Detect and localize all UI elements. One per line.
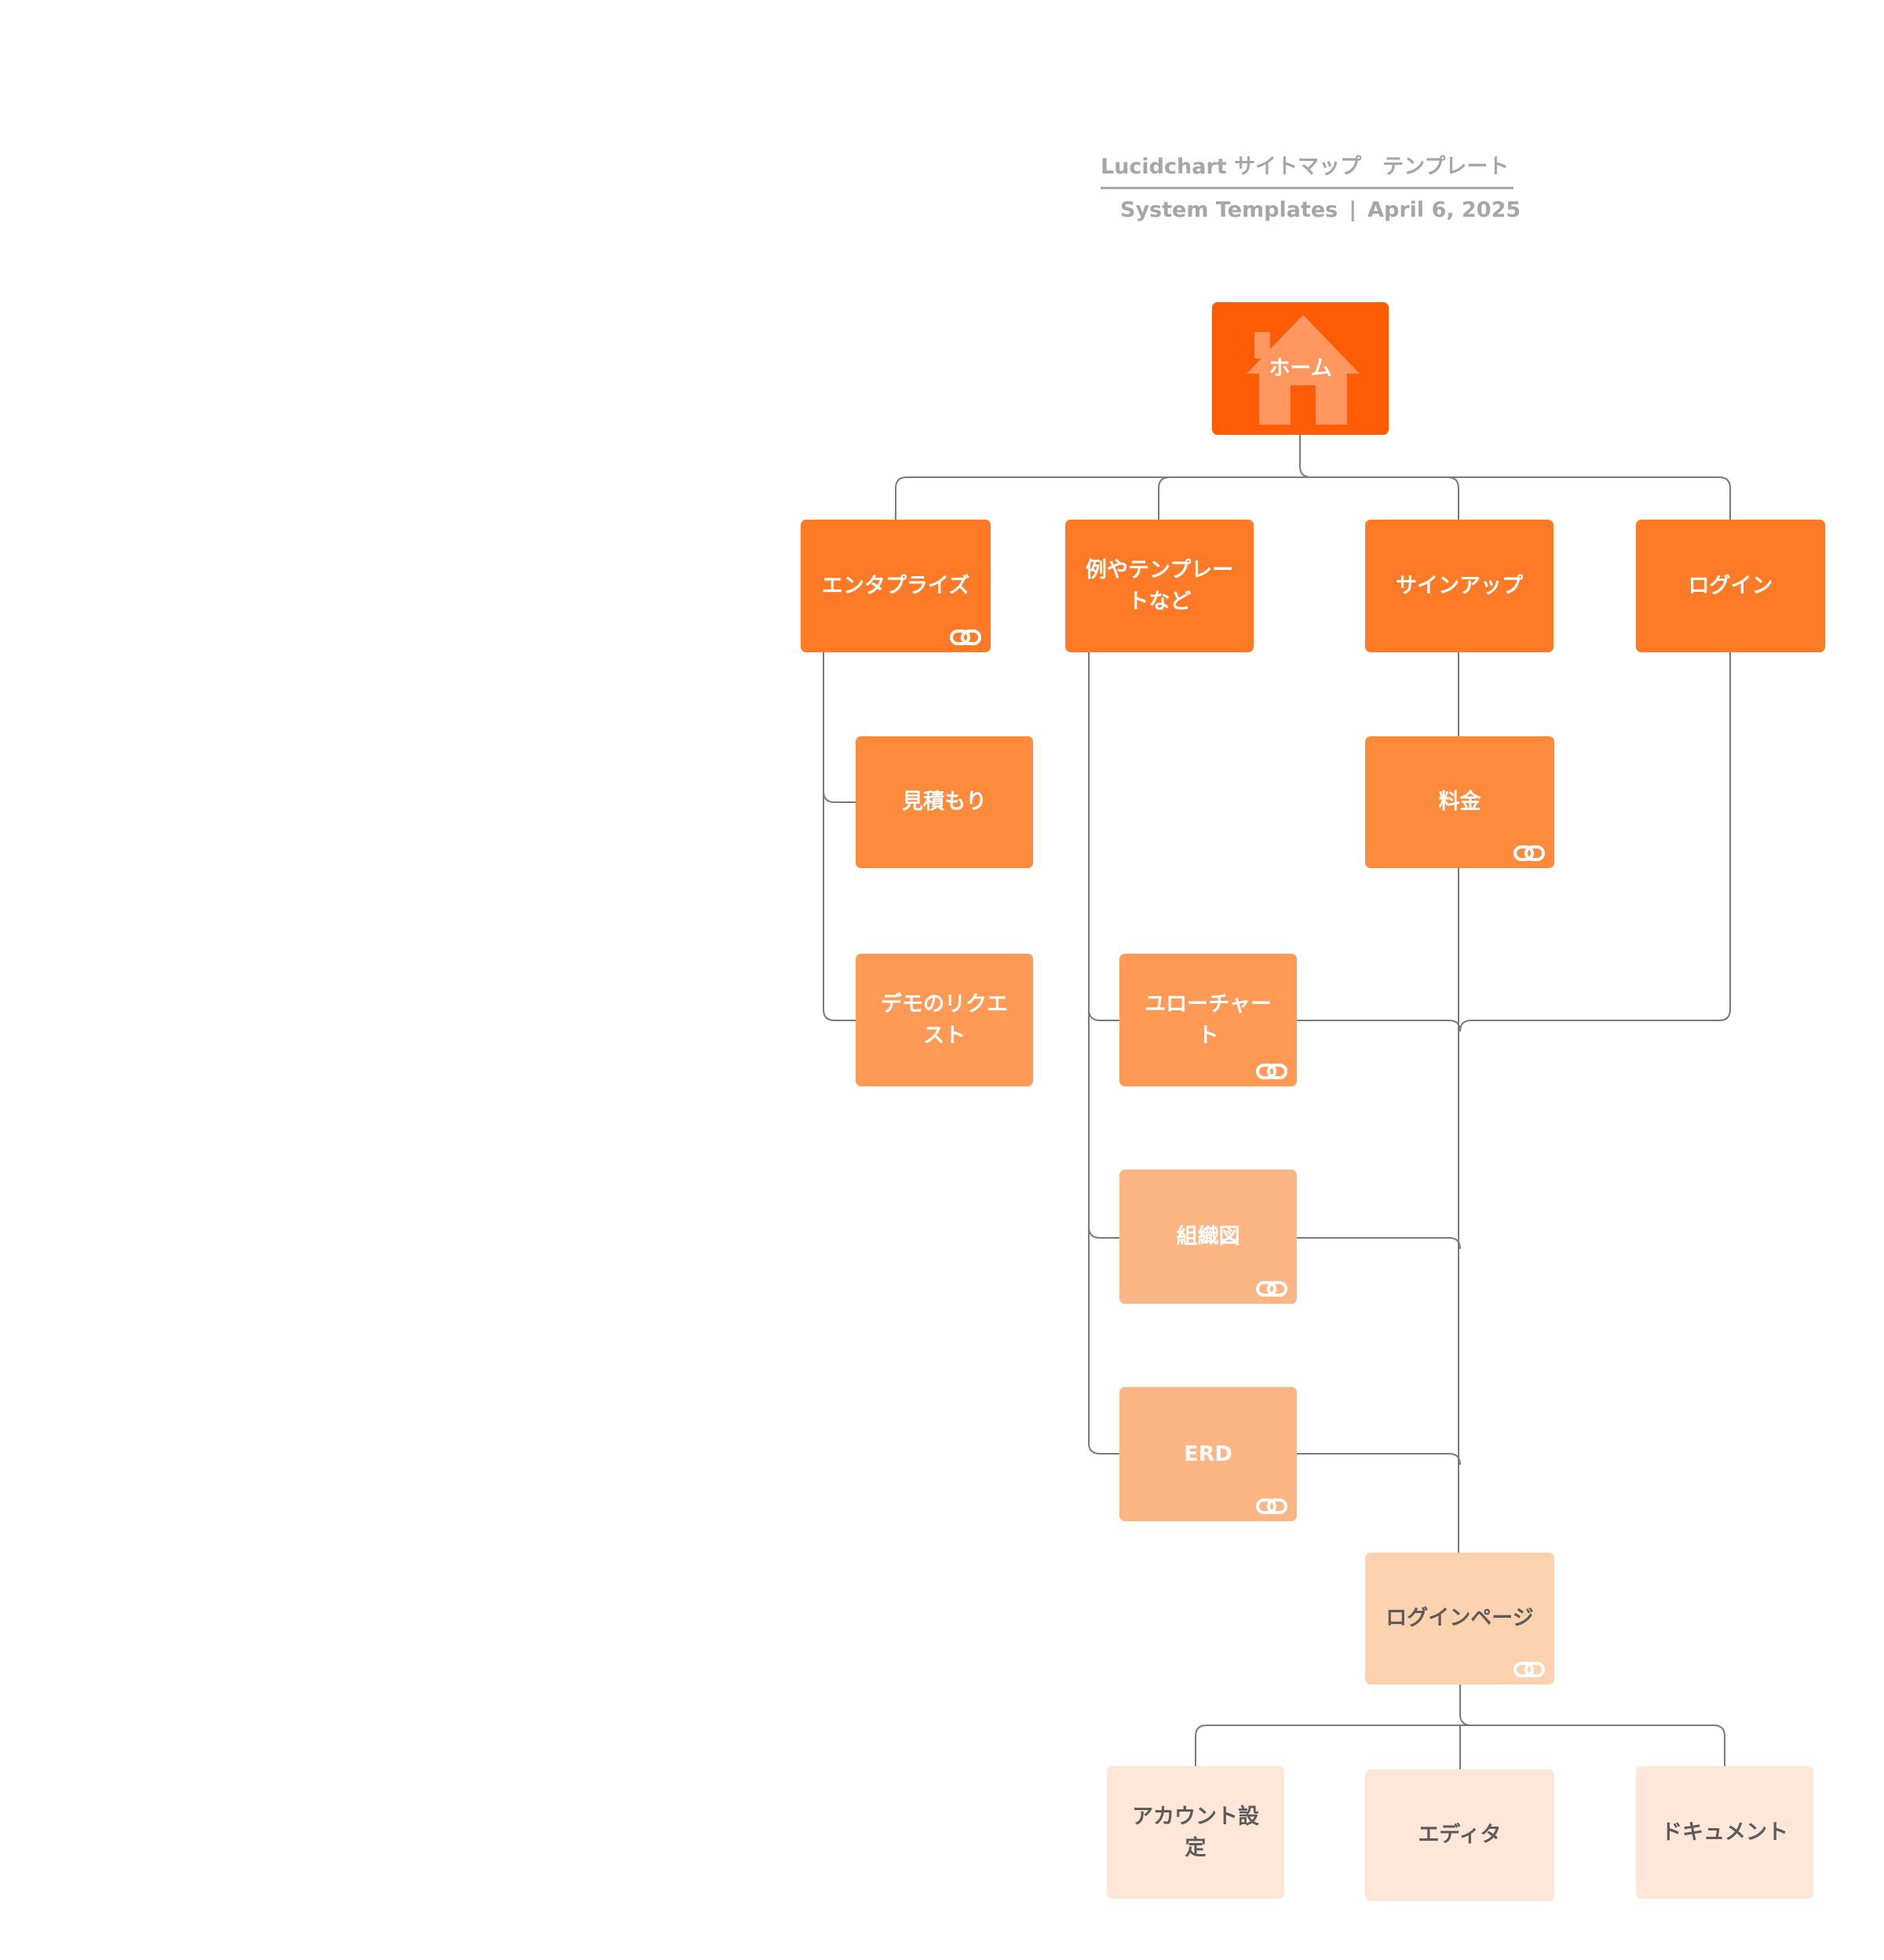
node-label: 例やテンプレートなど	[1085, 557, 1234, 614]
connector-examples-spine	[1088, 652, 1119, 1454]
node-login[interactable]: ログイン	[1636, 520, 1825, 652]
connector-to-account	[1195, 1725, 1207, 1766]
link-icon	[1256, 1498, 1287, 1514]
node-account-settings[interactable]: アカウント設定	[1107, 1766, 1284, 1899]
connector-to-examples	[1158, 476, 1170, 520]
node-label: エンタプライズ	[821, 573, 970, 598]
connector-to-estimate	[823, 790, 856, 803]
connector-to-login	[1718, 476, 1731, 520]
node-label: ログインページ	[1386, 1606, 1534, 1630]
link-icon	[950, 630, 981, 645]
document-title: Lucidchart サイトマップ テンプレート	[1101, 155, 1510, 179]
connector-erd-loginpage	[1297, 1453, 1461, 1465]
connector-to-signup	[1447, 476, 1459, 520]
node-label: サインアップ	[1396, 573, 1523, 598]
node-estimate[interactable]: 見積もり	[856, 736, 1033, 868]
connector-to-documents	[1713, 1725, 1725, 1766]
node-erd[interactable]: ERD	[1119, 1387, 1297, 1521]
connector-orgchart-loginpage	[1297, 1237, 1461, 1250]
node-org-chart[interactable]: 組織図	[1119, 1170, 1297, 1304]
author-label: System Templates	[1120, 198, 1338, 222]
node-editor[interactable]: エディタ	[1365, 1769, 1554, 1901]
node-label: ログイン	[1688, 573, 1773, 598]
node-label: ホーム	[1269, 356, 1332, 381]
node-label: ドキュメント	[1661, 1819, 1788, 1845]
connector-enterprise-spine	[823, 652, 856, 1021]
node-label: 料金	[1438, 790, 1481, 814]
node-login-page[interactable]: ログインページ	[1365, 1553, 1554, 1684]
node-pricing[interactable]: 料金	[1365, 736, 1554, 868]
title-divider	[1101, 187, 1513, 189]
node-signup[interactable]: サインアップ	[1365, 520, 1554, 652]
node-home[interactable]: ホーム	[1212, 302, 1389, 435]
connector-loginpage-trunk	[1459, 1684, 1472, 1726]
node-label: 見積もり	[902, 790, 987, 814]
connector-flowchart-loginpage	[1297, 1020, 1461, 1032]
date-label: April 6, 2025	[1367, 198, 1521, 222]
connector-to-enterprise	[895, 476, 907, 520]
connector-to-flowchart	[1088, 1009, 1119, 1021]
document-meta: System Templates | April 6, 2025	[1120, 198, 1521, 222]
node-demo-request[interactable]: デモのリクエスト	[856, 954, 1033, 1086]
node-label: ユローチャート	[1145, 991, 1272, 1048]
node-label: ERD	[1184, 1441, 1232, 1466]
node-enterprise[interactable]: エンタプライズ	[801, 520, 991, 652]
node-documents[interactable]: ドキュメント	[1636, 1766, 1813, 1899]
link-icon	[1256, 1281, 1287, 1297]
link-icon	[1513, 845, 1545, 861]
node-flowchart[interactable]: ユローチャート	[1119, 954, 1297, 1086]
connector-home-trunk	[1299, 435, 1312, 478]
node-examples[interactable]: 例やテンプレートなど	[1065, 520, 1254, 652]
connector-to-orgchart	[1088, 1226, 1119, 1239]
connector-login-loginpage	[1459, 652, 1731, 1032]
house-icon	[1247, 315, 1360, 425]
link-icon	[1513, 1662, 1545, 1677]
node-label: エディタ	[1418, 1823, 1502, 1847]
node-label: デモのリクエスト	[881, 991, 1008, 1048]
node-label: 組織図	[1176, 1224, 1240, 1249]
node-label: アカウント設定	[1132, 1804, 1259, 1860]
meta-separator: |	[1349, 198, 1357, 222]
link-icon	[1256, 1064, 1287, 1079]
